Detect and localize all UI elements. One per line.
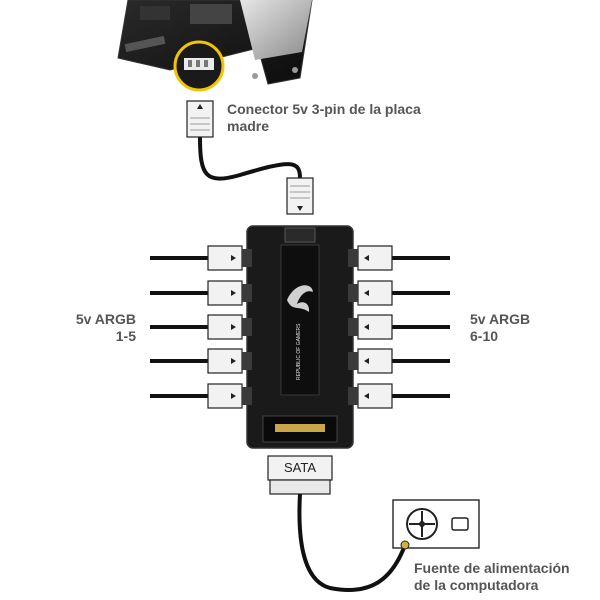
- argb-right-label-line-1: 5v ARGB: [470, 311, 531, 327]
- left-cables: [150, 256, 210, 398]
- connector-right-6: [348, 245, 393, 271]
- connector-right-8: [348, 314, 393, 340]
- hub-logo-panel: [280, 244, 320, 396]
- argb-hub: [246, 225, 354, 449]
- argb-right-label-line-2: 6-10: [470, 328, 499, 344]
- argb-left-label-line-1: 5v ARGB: [75, 311, 136, 327]
- hub-logo-text: REPUBLIC OF GAMERS: [296, 320, 306, 380]
- connector-left-2: [207, 280, 252, 306]
- connector-left-4: [207, 348, 252, 374]
- argb-left-label-line-2: 1-5: [115, 328, 136, 344]
- right-connectors: [348, 245, 393, 409]
- left-connectors: [207, 245, 252, 409]
- connector-left-1: [207, 245, 252, 271]
- argb-3pin-cable: [186, 100, 314, 215]
- top-connector-icon: [186, 100, 214, 138]
- connector-left-3: [207, 314, 252, 340]
- connector-right-7: [348, 280, 393, 306]
- sata-label: SATA: [283, 460, 317, 475]
- argb-right-label: 5v ARGB 6-10: [470, 311, 550, 345]
- arrow-up-icon: [197, 104, 203, 109]
- right-cables: [390, 256, 450, 398]
- hub-logo-line-2: GAMERS: [296, 323, 302, 346]
- power-supply-label: Fuente de alimentación de la computadora: [414, 560, 594, 594]
- arrow-down-icon: [297, 206, 303, 211]
- connector-right-9: [348, 348, 393, 374]
- sata-cable: [267, 455, 407, 593]
- power-supply-label-line-1: Fuente de alimentación: [414, 560, 570, 576]
- motherboard-connector-label-line-2: madre: [227, 118, 270, 134]
- motherboard-connector-label: Conector 5v 3-pin de la placa madre: [227, 101, 457, 135]
- connector-left-5: [207, 383, 252, 409]
- power-supply-label-line-2: de la computadora: [414, 577, 539, 593]
- connector-right-10: [348, 383, 393, 409]
- rog-logo-icon: [287, 285, 313, 312]
- hub-logo-line-1: REPUBLIC OF: [296, 346, 302, 380]
- motherboard-connector-label-line-1: Conector 5v 3-pin de la placa: [227, 101, 421, 117]
- power-outlet-icon: [392, 499, 480, 550]
- motherboard: [117, 0, 313, 92]
- argb-left-label: 5v ARGB 1-5: [70, 311, 136, 345]
